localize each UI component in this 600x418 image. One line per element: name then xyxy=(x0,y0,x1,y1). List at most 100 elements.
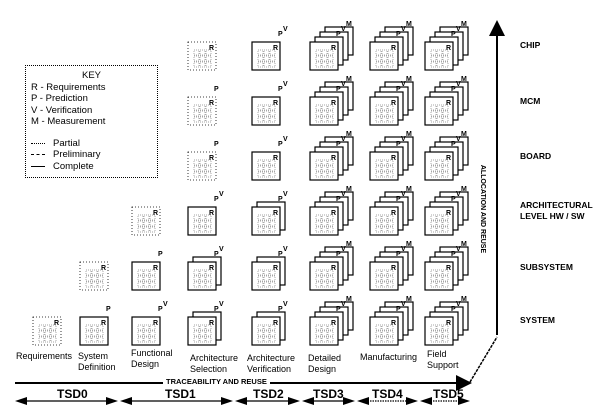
grid-block xyxy=(436,214,443,221)
grid-block xyxy=(387,275,394,282)
arrowhead-left-icon xyxy=(302,397,314,405)
cell-letter: M xyxy=(346,241,352,248)
grid-block xyxy=(327,171,334,178)
grid-block xyxy=(315,49,322,56)
grid-block xyxy=(381,220,388,227)
grid-block xyxy=(91,269,98,276)
grid-block xyxy=(436,226,443,233)
grid-block xyxy=(269,61,276,68)
grid-block xyxy=(381,171,388,178)
grid-block xyxy=(85,324,92,331)
grid-block xyxy=(257,336,264,343)
grid-block xyxy=(381,55,388,62)
grid-block xyxy=(91,330,98,337)
grid-block xyxy=(321,324,328,331)
grid-block xyxy=(269,116,276,123)
cell-letter: V xyxy=(219,246,224,253)
grid-block xyxy=(430,281,437,288)
grid-block xyxy=(143,336,150,343)
tsd-label: TSD2 xyxy=(253,387,284,401)
cell-letter: P xyxy=(451,86,456,93)
cell-letter: P xyxy=(158,251,163,258)
grid-block xyxy=(387,269,394,276)
cell-letter: R xyxy=(209,320,214,327)
grid-block xyxy=(387,324,394,331)
grid-block xyxy=(315,165,322,172)
grid-block xyxy=(269,330,276,337)
arrowhead-right-icon xyxy=(458,397,470,405)
grid-block xyxy=(315,171,322,178)
grid-block xyxy=(321,49,328,56)
grid-block xyxy=(263,104,270,111)
cell-letter: M xyxy=(346,186,352,193)
key-item: V - Verification xyxy=(31,104,93,116)
cell-letter: R xyxy=(446,155,451,162)
cell-letter: M xyxy=(461,131,467,138)
phase-label: Architecture Selection xyxy=(190,353,239,374)
arrowhead-right-icon xyxy=(343,397,355,405)
grid-block xyxy=(143,269,150,276)
cell-letter: R xyxy=(446,100,451,107)
grid-block xyxy=(381,110,388,117)
cell-letter: R xyxy=(331,155,336,162)
grid-block xyxy=(257,61,264,68)
grid-block xyxy=(430,275,437,282)
grid-block xyxy=(199,159,206,166)
grid-block xyxy=(327,220,334,227)
grid-block xyxy=(327,165,334,172)
grid-block xyxy=(442,214,449,221)
grid-block xyxy=(205,275,212,282)
grid-block xyxy=(199,110,206,117)
grid-block xyxy=(436,159,443,166)
key-line-label: Complete xyxy=(53,160,94,172)
grid-block xyxy=(375,49,382,56)
grid-block xyxy=(381,324,388,331)
grid-block xyxy=(257,104,264,111)
grid-block xyxy=(430,104,437,111)
grid-block xyxy=(143,214,150,221)
grid-block xyxy=(193,49,200,56)
grid-block xyxy=(381,336,388,343)
cell-letter: M xyxy=(406,186,412,193)
cell-letter: M xyxy=(346,76,352,83)
grid-block xyxy=(97,281,104,288)
grid-block xyxy=(436,116,443,123)
grid-block xyxy=(193,116,200,123)
grid-block xyxy=(193,336,200,343)
cell-letter: R xyxy=(391,155,396,162)
grid-block xyxy=(149,336,156,343)
cell-letter: V xyxy=(456,301,461,308)
grid-block xyxy=(375,159,382,166)
grid-block xyxy=(257,330,264,337)
grid-block xyxy=(442,269,449,276)
grid-block xyxy=(269,171,276,178)
grid-block xyxy=(263,165,270,172)
grid-block xyxy=(436,281,443,288)
level-label-board: BOARD xyxy=(520,151,552,161)
phase-label: Manufacturing xyxy=(360,352,418,362)
model-cell: RPV xyxy=(251,246,288,291)
grid-block xyxy=(327,214,334,221)
model-cell: RPV xyxy=(131,301,168,346)
model-cell: RP xyxy=(187,86,219,126)
cell-letter: R xyxy=(446,320,451,327)
grid-block xyxy=(436,165,443,172)
grid-block xyxy=(315,226,322,233)
grid-block xyxy=(257,165,264,172)
grid-block xyxy=(315,110,322,117)
cell-letter: P xyxy=(278,196,283,203)
model-cell: RP xyxy=(79,306,111,346)
grid-block xyxy=(375,165,382,172)
cell-letter: R xyxy=(273,45,278,52)
cell-letter: V xyxy=(341,246,346,253)
cell-letter: P xyxy=(396,31,401,38)
grid-block xyxy=(50,324,57,331)
grid-block xyxy=(387,159,394,166)
model-sheet xyxy=(369,316,399,346)
